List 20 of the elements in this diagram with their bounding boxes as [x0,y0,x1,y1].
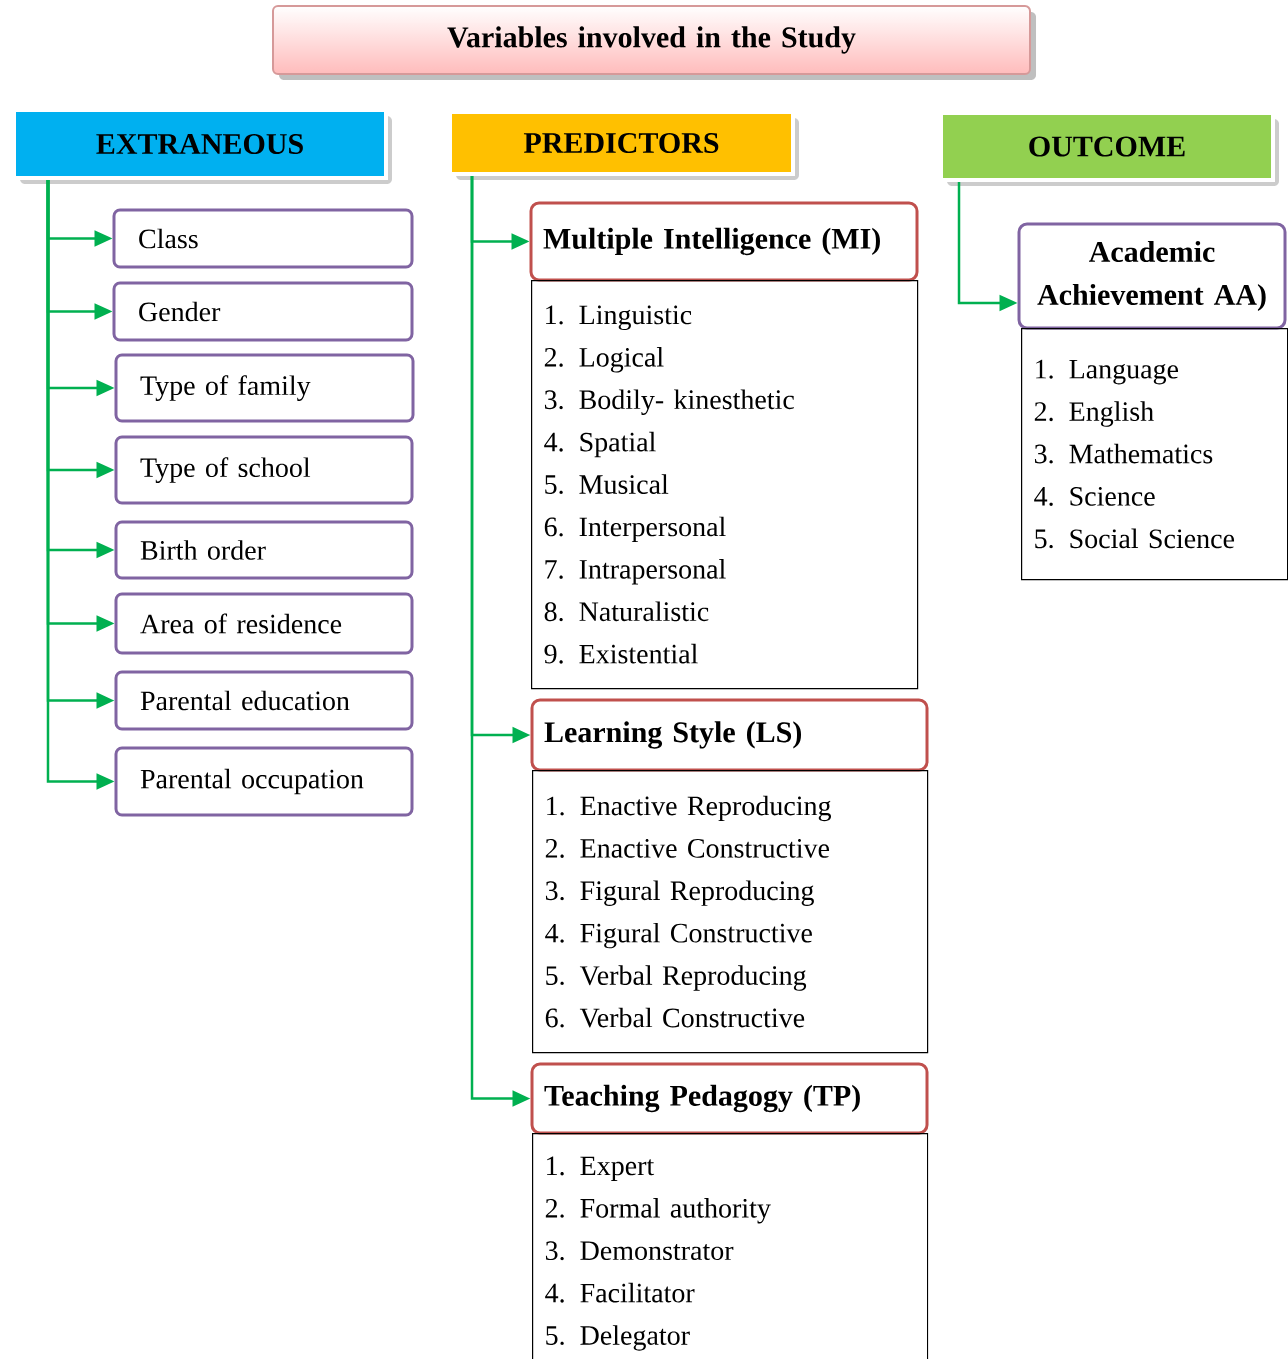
title-box: Variables involved in the Study [272,5,1036,80]
group-heading-box: Multiple Intelligence (MI) [529,201,919,282]
variable-box: Type of school [114,435,414,505]
variable-box: Class [112,208,414,269]
item-list-box: 1. Linguistic 2. Logical 3. Bodily- kinesthetic 4. Spatial 5. Musical 6. Interpersonal 7. Intrapersonal 8. Naturalistic 9. Existential [531,280,919,690]
category-header: PREDICTORS [448,110,799,180]
variable-box: Gender [112,281,414,342]
group-heading-box: Academic Achievement AA) [1017,222,1287,330]
item-list-box: 1. Enactive Reproducing 2. Enactive Constructive 3. Figural Reproducing 4. Figural Constructive 5. Verbal Reproducing 6. Verbal Constructive [532,770,929,1054]
item-list-box: 1. Language 2. English 3. Mathematics 4. Science 5. Social Science [1021,328,1288,581]
variable-box: Area of residence [114,592,414,655]
group-heading-box: Teaching Pedagogy (TP) [530,1062,929,1135]
variable-box: Parental occupation [114,746,414,817]
variable-box: Parental education [114,670,414,731]
category-header: OUTCOME [939,111,1279,186]
variable-box: Type of family [114,353,415,423]
variable-box: Birth order [114,520,414,580]
group-heading-box: Learning Style (LS) [530,698,929,772]
item-list-box: 1. Expert 2. Formal authority 3. Demonstrator 4. Facilitator 5. Delegator [532,1133,929,1359]
category-header: EXTRANEOUS [12,108,392,184]
